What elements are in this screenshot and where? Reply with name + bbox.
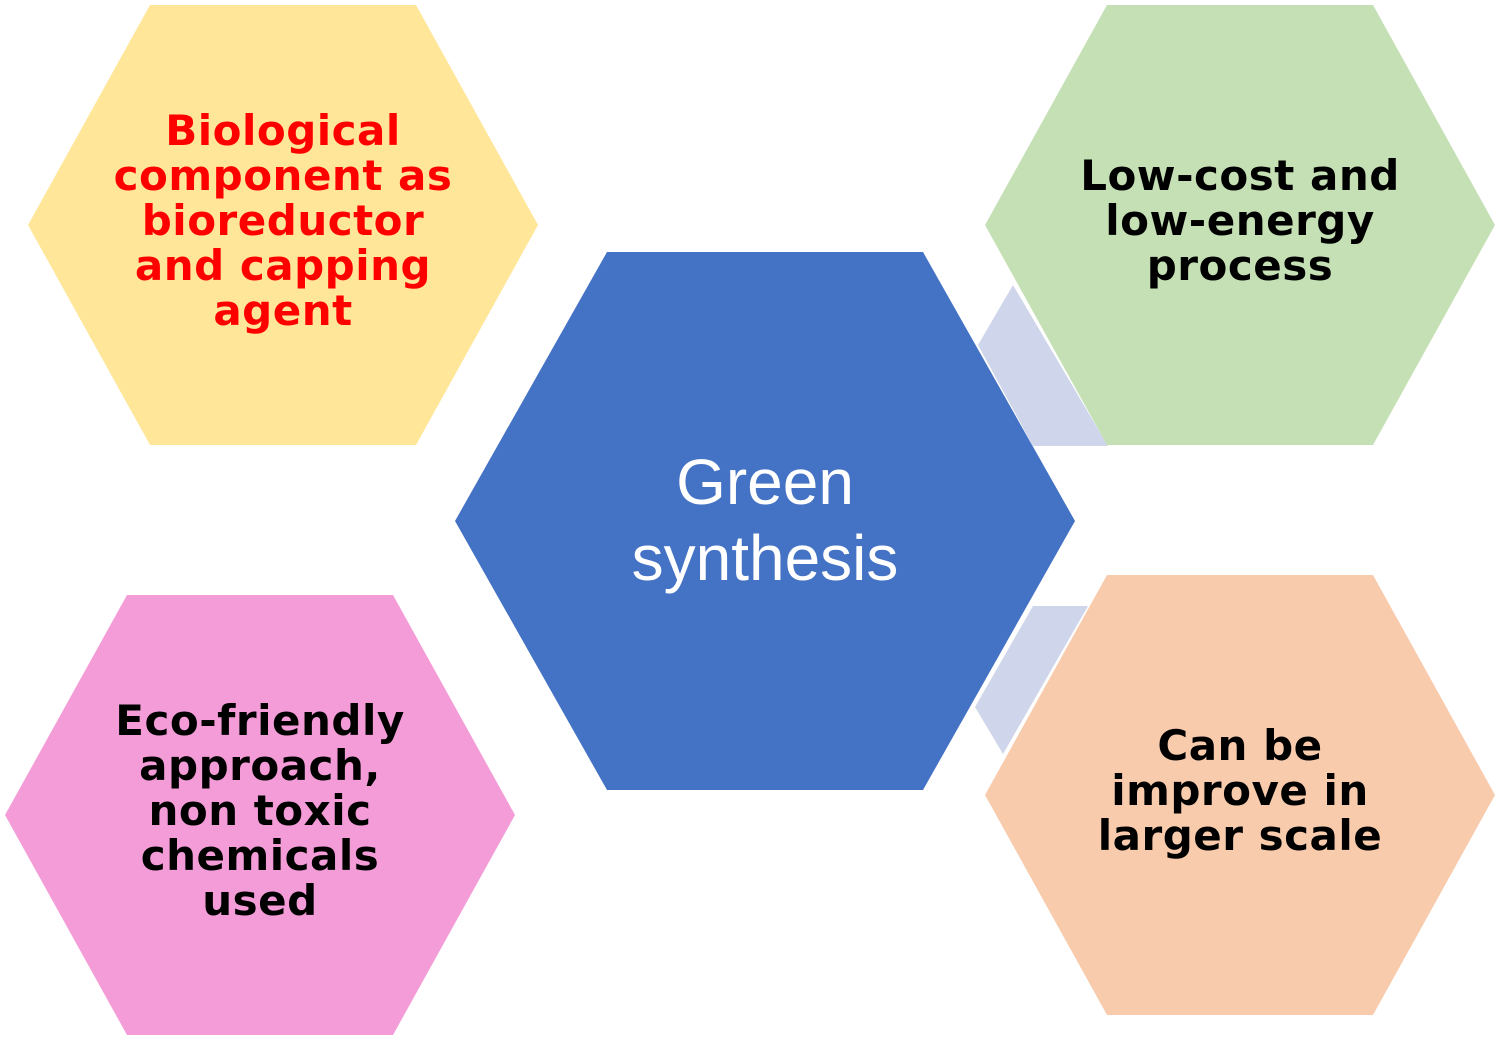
node-label-line: agent: [213, 285, 353, 335]
node-label-line: chemicals: [140, 830, 380, 880]
node-label-line: used: [202, 875, 318, 925]
node-label-line: larger scale: [1097, 810, 1383, 860]
node-label-line: Biological: [165, 105, 401, 155]
node-label-line: and capping: [134, 240, 432, 290]
node-label-line: improve in: [1111, 765, 1369, 815]
center-label: Green synthesis: [500, 400, 1030, 640]
node-label-line: low-energy: [1105, 195, 1375, 245]
hexagon-top-right: [985, 5, 1495, 445]
center-label-line: Green: [676, 446, 854, 518]
center-hexagon: [455, 252, 1075, 790]
node-label-line: component as: [113, 150, 453, 200]
connector-top-right: [978, 285, 1108, 446]
hexagon-top-left: [28, 5, 538, 445]
node-label-line: Low-cost and: [1080, 150, 1400, 200]
node-label-line: approach,: [139, 740, 381, 790]
node-label-line: non toxic: [148, 785, 372, 835]
node-label-line: process: [1146, 240, 1334, 290]
node-label-bottom-right: Can be improve in larger scale: [990, 700, 1490, 880]
node-label-top-right: Low-cost and low-energy process: [990, 130, 1490, 310]
hexagon-bottom-right: [985, 575, 1495, 1015]
connector-bottom-right: [975, 606, 1088, 754]
node-label-line: bioreductor: [141, 195, 425, 245]
node-label-line: Eco-friendly: [115, 695, 405, 745]
center-label-line: synthesis: [631, 522, 899, 594]
hexagon-bottom-left: [5, 595, 515, 1035]
node-label-line: Can be: [1157, 720, 1323, 770]
node-label-top-left: Biological component as bioreductor and …: [33, 80, 533, 360]
node-label-bottom-left: Eco-friendly approach, non toxic chemica…: [10, 670, 510, 950]
